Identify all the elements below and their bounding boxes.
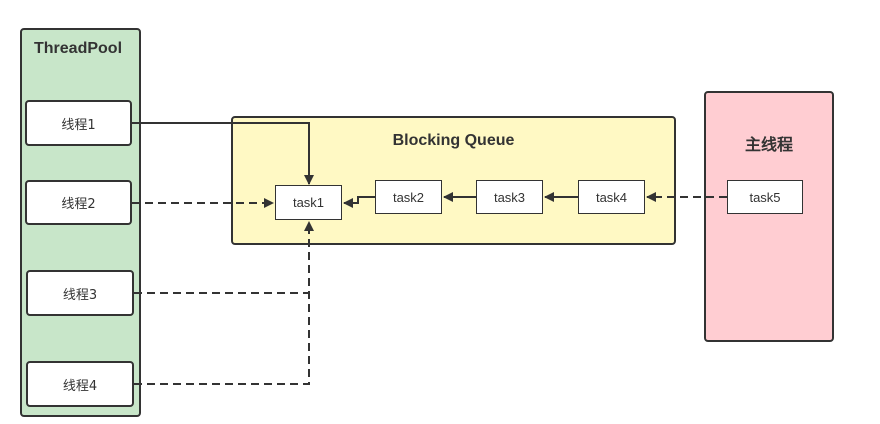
connector-task2-task1: [343, 196, 375, 208]
connector-thread1-task1: [132, 122, 314, 185]
thread-node-4: 线程4: [26, 361, 134, 407]
queue-task-4: task4: [578, 180, 645, 214]
queue-task-3: task3: [476, 180, 543, 214]
connector-thread3-task1: [134, 221, 314, 294]
main-thread-title: 主线程: [744, 135, 793, 154]
connector-thread4-task1: [134, 293, 310, 385]
thread-pool-title: ThreadPool: [34, 40, 123, 57]
thread-node-2: 线程2: [25, 180, 132, 225]
thread-node-1: 线程1: [25, 100, 132, 146]
blocking-queue-title: Blocking Queue: [392, 132, 515, 149]
main-thread-task: task5: [727, 180, 803, 214]
queue-task-1: task1: [275, 185, 342, 220]
queue-task-2: task2: [375, 180, 442, 214]
thread-node-3: 线程3: [26, 270, 134, 316]
main-thread-container: 主线程: [704, 91, 834, 342]
